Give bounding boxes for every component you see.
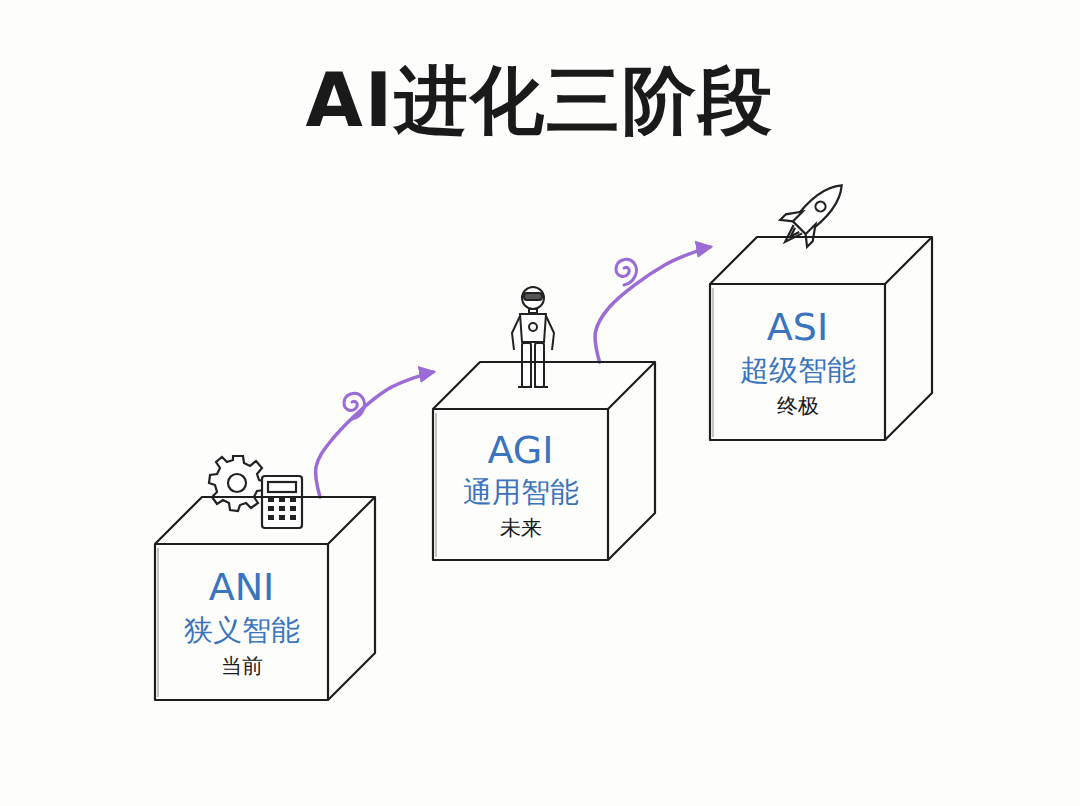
calculator-screen (268, 482, 296, 492)
stage-time: 当前 (221, 654, 263, 679)
cube-front (433, 409, 608, 560)
stage-acronym: ANI (209, 565, 275, 611)
gear-outline (209, 456, 265, 511)
robot-feet (518, 386, 548, 388)
stage-name: 超级智能 (740, 353, 856, 388)
robot-right-arm (546, 316, 554, 350)
spiral (344, 393, 364, 419)
cube-side (608, 362, 655, 560)
cube-front-face: ASI超级智能终极 (710, 284, 885, 440)
rocket-fin (800, 224, 823, 247)
sketch-stroke (158, 548, 159, 697)
cube-top (433, 362, 655, 409)
gear-icon (209, 456, 265, 511)
sketch-stroke (713, 288, 714, 437)
stage-acronym: ASI (767, 305, 828, 351)
cube-side (328, 497, 375, 700)
stage-name: 通用智能 (463, 475, 579, 510)
robot-visor (524, 293, 542, 300)
robot-right-leg (535, 343, 544, 387)
cube-top (710, 237, 932, 284)
stage-cube: ANI狭义智能当前 (155, 497, 375, 700)
cube-front (710, 284, 885, 440)
rocket-icon (772, 172, 855, 255)
stage-acronym: AGI (488, 428, 554, 474)
stage-cube: ASI超级智能终极 (710, 237, 932, 440)
cube-front (155, 544, 328, 700)
cube-side (885, 237, 932, 440)
cube-front-face: ANI狭义智能当前 (155, 544, 328, 700)
spiral (616, 259, 636, 285)
rocket-window (813, 199, 827, 213)
robot-head (522, 287, 544, 309)
rocket-flame (781, 225, 802, 246)
evolution-arrow (595, 247, 710, 362)
stage-time: 未来 (500, 516, 542, 541)
robot-neck (529, 309, 537, 313)
robot-torso (520, 314, 546, 342)
robot-left-arm (512, 316, 520, 350)
stage-time: 终极 (777, 394, 819, 419)
diagram-title: AI进化三阶段 (0, 52, 1080, 152)
cube-top (155, 497, 375, 544)
stage-cube: AGI通用智能未来 (433, 362, 655, 560)
calculator-body (262, 476, 302, 528)
calculator-icon (262, 476, 302, 528)
sketch-stroke (436, 413, 437, 557)
rocket-body (791, 177, 849, 235)
calculator-keys (268, 497, 296, 520)
cube-front-face: AGI通用智能未来 (433, 409, 608, 560)
stage-name: 狭义智能 (184, 613, 300, 648)
spiral-decoration (344, 259, 636, 419)
rocket-fin (780, 204, 803, 227)
robot-icon (512, 287, 554, 387)
evolution-arrow (316, 372, 433, 497)
robot-left-leg (522, 343, 531, 387)
robot-chest-light (529, 323, 537, 331)
gear-hub (228, 474, 246, 492)
